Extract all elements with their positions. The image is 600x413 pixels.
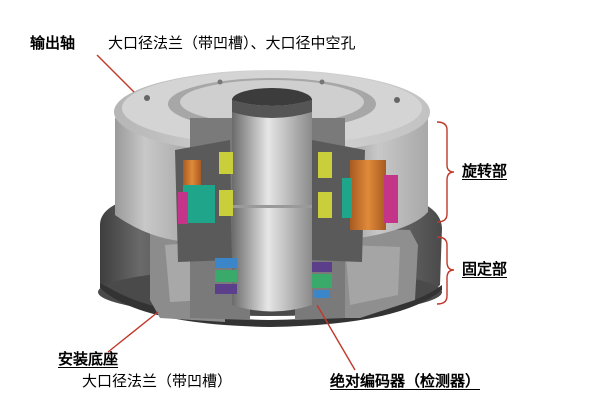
right-magnet-teal — [342, 178, 352, 218]
right-encoder-green — [312, 274, 332, 288]
left-stator-rotor — [178, 152, 237, 294]
rotating-part-bracket — [436, 121, 455, 223]
fixed-part-bracket — [436, 236, 455, 305]
encoder-leader — [316, 304, 356, 371]
right-coil — [350, 160, 386, 230]
output-shaft-title: 输出轴 — [30, 34, 76, 52]
base-description: 大口径法兰（带凹槽） — [82, 372, 233, 390]
right-encoder-blue — [314, 290, 330, 298]
left-magnet-magenta — [178, 192, 188, 224]
base-title: 安装底座 — [58, 350, 119, 368]
right-bearing-lower — [318, 192, 332, 218]
left-encoder-green — [215, 270, 237, 282]
right-magnet-magenta — [384, 175, 398, 223]
fixed-part-label: 固定部 — [462, 260, 508, 278]
encoder-label: 绝对编码器（检测器） — [330, 372, 481, 390]
left-bearing-upper — [219, 152, 233, 174]
left-encoder-blue — [215, 258, 237, 268]
hollow-bore — [232, 88, 312, 312]
right-bearing-upper — [318, 152, 332, 178]
left-magnet-teal — [183, 185, 215, 223]
output-shaft-description: 大口径法兰（带凹槽）、大口径中空孔 — [108, 34, 356, 52]
base-leader — [107, 311, 159, 353]
output-shaft-leader — [96, 54, 135, 93]
annotation-lines — [96, 54, 455, 371]
rotating-part-label: 旋转部 — [462, 162, 508, 180]
right-stator-rotor — [312, 152, 398, 298]
right-encoder-purple — [312, 262, 332, 272]
left-bearing-lower — [219, 190, 233, 216]
left-encoder-purple — [215, 284, 237, 294]
